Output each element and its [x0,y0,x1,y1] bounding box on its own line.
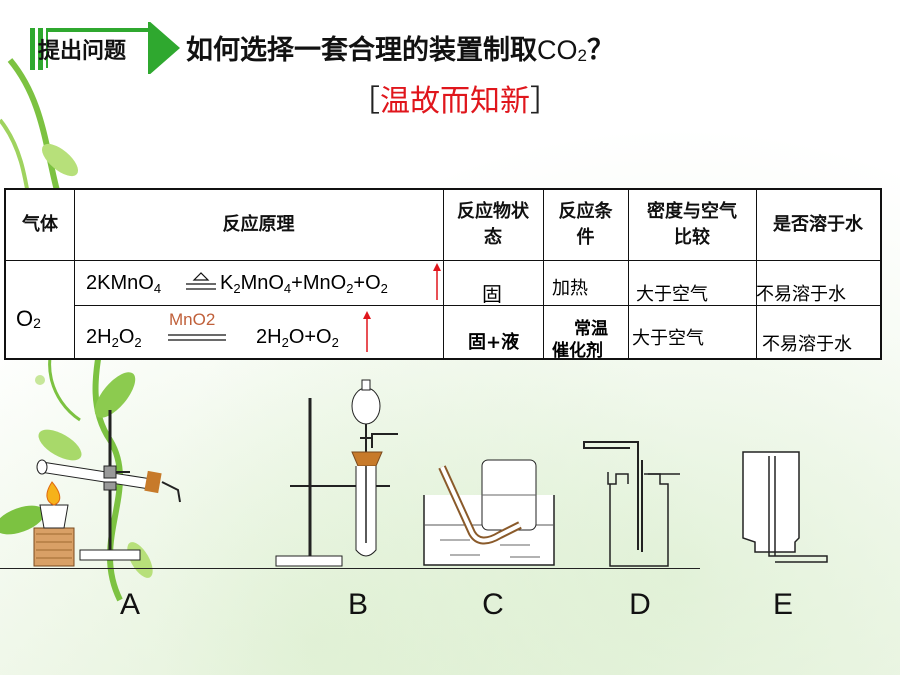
apparatus-label-c: C [482,588,504,621]
row1-state: 固 [482,282,502,306]
apparatus-label-a: A [119,588,140,621]
apparatus-d-illustration [583,441,680,567]
row2-condition-2: 催化剂 [552,341,603,361]
row2-state: 固+液 [468,332,520,353]
equals-sign [168,334,226,341]
apparatus-label-d: D [629,588,651,621]
heat-condition-symbol [186,272,216,290]
row2-solubility: 不易溶于水 [762,334,852,355]
apparatus-c-illustration [423,459,555,566]
header-principle: 反应原理 [222,214,295,235]
bench-line [0,568,700,569]
row1-condition: 加热 [552,278,588,299]
reaction-table: 气体 反应原理 反应物状态 反应条件 密度与空气比较 是否溶于水 O2 2KMn… [4,188,882,361]
header-condition: 反应条件 [558,201,613,248]
row1-density: 大于空气 [636,284,708,305]
section-tab-label: 提出问题 [38,38,127,64]
header-density: 密度与空气比较 [647,201,737,248]
apparatus-b-illustration [275,379,398,567]
row2-condition-1: 常温 [574,319,608,339]
page-title: 如何选择一套合理的装置制取CO2？ [186,35,614,66]
header-state: 反应物状态 [457,201,529,248]
equation-products-2: 2H2O+O2 [256,326,339,350]
gas-name: O2 [16,306,41,331]
apparatus-label-e: E [772,588,793,621]
gas-arrow-up [363,311,371,352]
page-subtitle: ［温故而知新］ [350,84,560,119]
equation-kmno4: 2KMnO4 [86,272,162,296]
equation-h2o2: 2H2O2 [86,326,142,350]
header-solubility: 是否溶于水 [773,214,863,235]
equation-products-1: K2MnO4+MnO2+O2 [220,272,388,296]
section-tab [30,22,180,74]
header-gas: 气体 [22,214,58,235]
catalyst-label: MnO2 [169,310,216,329]
row1-solubility: 不易溶于水 [756,284,846,305]
apparatus-a-illustration [33,410,181,567]
apparatus-label-b: B [347,588,368,621]
apparatus-e-illustration [742,451,828,563]
gas-arrow-up [433,263,441,300]
row2-density: 大于空气 [632,328,704,349]
